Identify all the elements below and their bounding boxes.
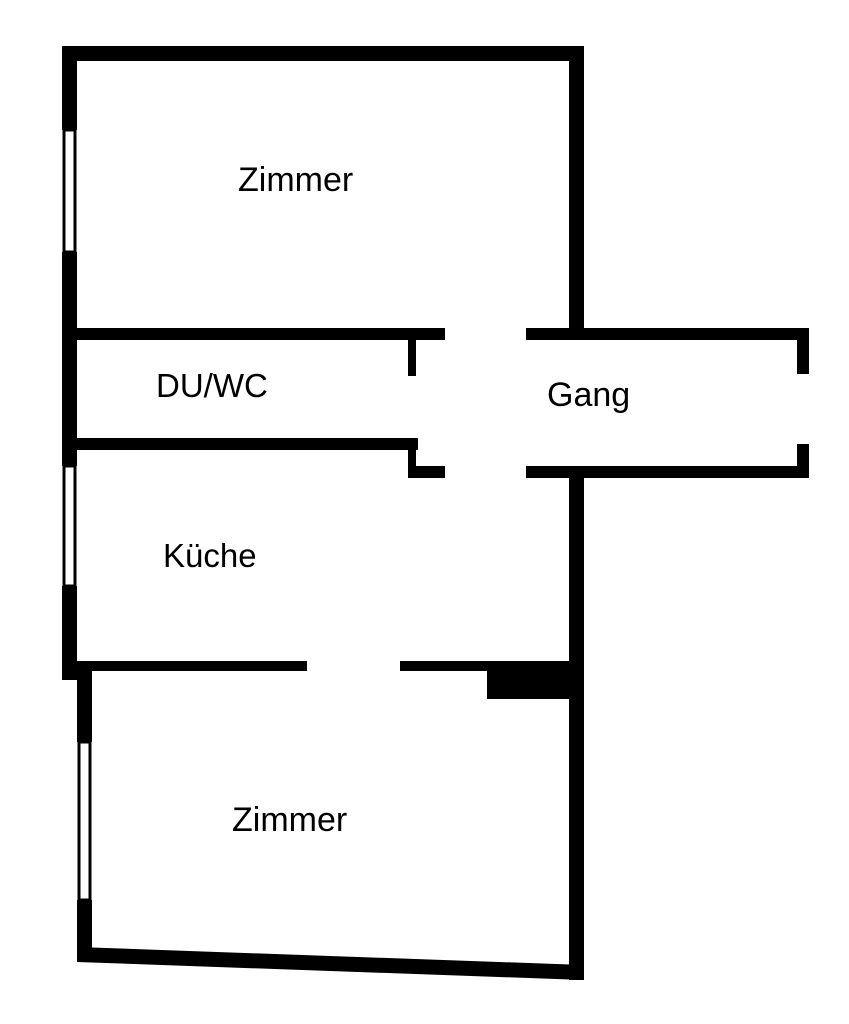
walls <box>62 46 809 980</box>
wall-left-between-windows-2 <box>62 586 77 680</box>
wall-left-bottom-lower <box>77 900 92 962</box>
chimney-block <box>487 661 584 699</box>
wall-bath-bottom <box>62 438 418 450</box>
wall-right-kitchen <box>569 466 584 696</box>
room-label-zimmer-top: Zimmer <box>238 161 353 199</box>
wall-bath-top <box>62 328 445 340</box>
wall-gang-end-bottom <box>797 444 809 478</box>
wall-bath-door-jamb-bottom <box>408 438 416 478</box>
wall-right-upper <box>569 46 584 330</box>
room-label-gang: Gang <box>547 376 630 414</box>
wall-left-between-windows-1 <box>62 252 77 466</box>
window-kueche <box>62 464 77 588</box>
window-zimmer-top <box>62 128 77 254</box>
wall-gang-top <box>526 328 809 340</box>
wall-bath-door-jamb-top <box>408 328 416 376</box>
room-labels: Zimmer DU/WC Gang Küche Zimmer <box>156 161 630 839</box>
room-label-zimmer-bottom: Zimmer <box>232 801 347 839</box>
wall-bath-bottom-stub <box>408 466 445 478</box>
wall-left-bottom-upper <box>77 668 92 742</box>
wall-bottom-slanted <box>77 947 584 980</box>
wall-gang-bottom <box>526 466 809 478</box>
wall-kitchen-bottom-left <box>62 661 307 671</box>
room-label-du-wc: DU/WC <box>156 367 268 404</box>
wall-right-bottom <box>569 690 584 980</box>
wall-top-outer <box>62 46 584 61</box>
wall-left-top <box>62 46 77 130</box>
windows <box>62 128 92 902</box>
window-zimmer-bottom <box>77 740 92 902</box>
wall-gang-end-top <box>797 328 809 374</box>
room-label-kueche: Küche <box>163 537 257 574</box>
